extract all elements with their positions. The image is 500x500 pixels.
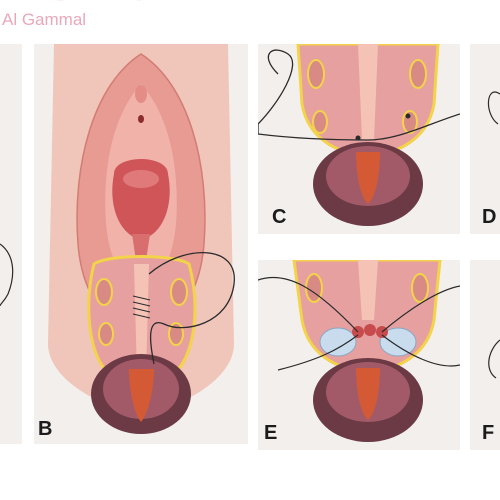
panel-e-label: E [264,422,278,444]
panel-c: C [258,44,460,234]
suture-thread [258,49,460,141]
panel-d-illustration [487,91,500,125]
panel-b-label: B [38,418,53,440]
suture-thread [148,252,235,365]
panel-c-illustration [258,44,460,226]
panel-a-partial [0,44,22,444]
clitoris [135,85,147,103]
watermark-header: D. SEMO Al Gammal [0,0,500,40]
panel-c-label: C [272,206,287,228]
panel-f-illustration [488,339,500,379]
panel-d-partial: D [470,44,500,234]
panel-d-label: D [482,206,497,228]
suture-stitches [132,295,151,319]
gauze-left [319,327,357,357]
gauze-right [379,327,417,357]
panel-a-illustration [0,243,14,307]
panel-b: B [34,44,248,444]
watermark-title: D. SEMO [0,0,500,14]
panel-b-illustration [48,44,235,434]
panel-f-partial: F [470,260,500,450]
panel-e: E [258,260,460,450]
panel-f-label: F [482,422,495,444]
suture-thread [258,276,460,371]
panel-e-illustration [258,260,460,442]
watermark-author: Al Gammal [2,10,87,29]
